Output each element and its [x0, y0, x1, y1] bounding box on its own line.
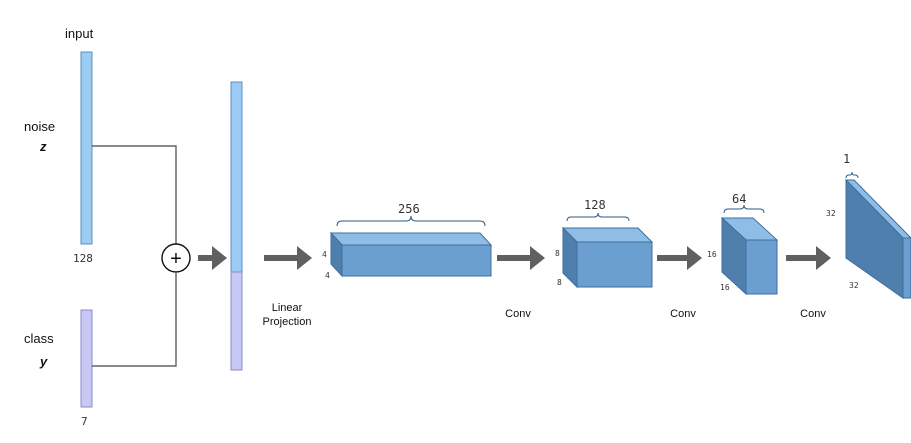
noise-label: noise: [24, 119, 55, 134]
feature-block-1: [844, 178, 911, 299]
concat-vector-class-part: [230, 271, 243, 371]
y-symbol: y: [39, 354, 48, 369]
concat-operator-circle: [161, 243, 191, 273]
block-128-width-label: 8: [557, 278, 562, 287]
noise-dimension-label: 128: [73, 252, 93, 265]
block-1-front-face: [902, 237, 911, 299]
input-label: input: [65, 26, 94, 41]
block-1-height-label: 32: [826, 209, 836, 218]
block-256-front-face: [341, 244, 492, 277]
block-1-width-label: 32: [849, 281, 859, 290]
class-label: class: [24, 331, 54, 346]
linear-projection-label-line2: Projection: [263, 316, 312, 328]
plus-symbol: +: [170, 248, 182, 270]
block-128-channel-brace: [566, 212, 630, 222]
class-dimension-label: 7: [81, 415, 88, 428]
block-256-height-label: 4: [322, 250, 327, 259]
feature-block-256: [329, 231, 493, 278]
block-128-top-face: [561, 227, 654, 243]
noise-connector-line: [92, 145, 177, 244]
block-64-height-label: 16: [707, 250, 717, 259]
block-256-channel-brace: [336, 215, 486, 227]
block-64-channel-label: 64: [732, 192, 746, 206]
block-64-width-label: 16: [720, 283, 730, 292]
block-1-channel-label: 1: [843, 152, 850, 166]
block-256-width-label: 4: [325, 271, 330, 280]
block-64-front-face: [745, 239, 778, 295]
noise-vector-bar: [80, 51, 93, 245]
linear-projection-label-line1: Linear: [272, 302, 303, 314]
z-symbol: z: [39, 139, 47, 154]
block-1-channel-brace: [845, 171, 859, 179]
block-256-top-face: [329, 232, 493, 246]
conv-label-1: Conv: [505, 308, 531, 320]
conv-label-3: Conv: [800, 308, 826, 320]
block-128-height-label: 8: [555, 249, 560, 258]
block-256-channel-label: 256: [398, 202, 420, 216]
block-64-channel-brace: [723, 204, 765, 214]
feature-block-128: [561, 226, 654, 289]
block-128-channel-label: 128: [584, 198, 606, 212]
conv-label-2: Conv: [670, 308, 696, 320]
class-vector-bar: [80, 309, 93, 408]
block-128-front-face: [576, 241, 653, 288]
class-connector-line: [92, 273, 177, 367]
feature-block-64: [720, 216, 779, 296]
concat-vector-noise-part: [230, 81, 243, 273]
